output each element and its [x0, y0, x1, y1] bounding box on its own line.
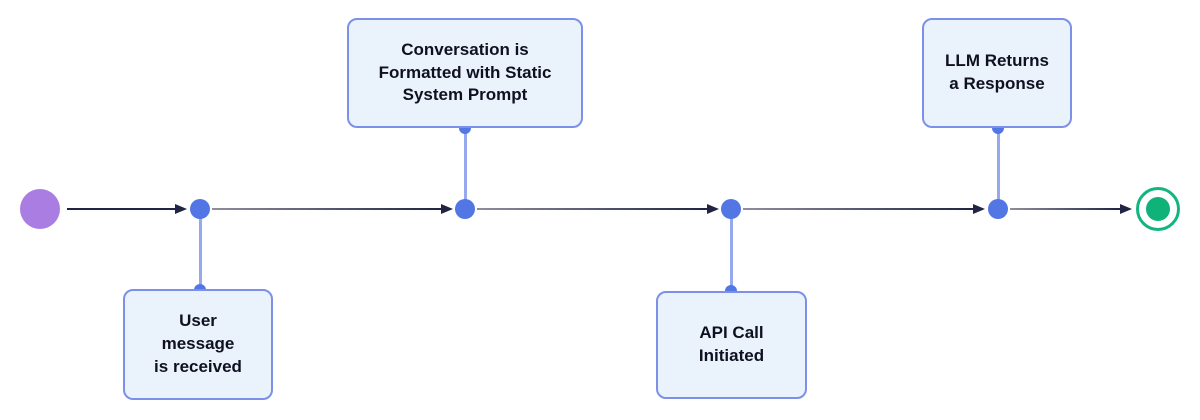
connector-step1 [198, 209, 202, 290]
edge-start-to-step1 [67, 208, 175, 210]
step-box-llm-response: LLM Returns a Response [922, 18, 1072, 128]
end-node-ring [1136, 187, 1180, 231]
step-label: API Call Initiated [698, 323, 765, 365]
edge-step1-to-step2 [212, 208, 441, 210]
arrowhead-icon [973, 204, 985, 214]
connector-step2 [463, 128, 467, 209]
arrowhead-icon [1120, 204, 1132, 214]
arrowhead-icon [441, 204, 453, 214]
step-label: Conversation is Formatted with Static Sy… [378, 39, 552, 105]
milestone-dot-step3 [721, 199, 741, 219]
milestone-dot-step4 [988, 199, 1008, 219]
arrowhead-icon [175, 204, 187, 214]
step-box-api-call: API Call Initiated [656, 291, 807, 399]
connector-step3 [729, 209, 733, 291]
step-box-conversation-formatted: Conversation is Formatted with Static Sy… [347, 18, 583, 128]
start-node-circle [20, 189, 60, 229]
edge-step2-to-step3 [477, 208, 707, 210]
arrowhead-icon [707, 204, 719, 214]
step-box-user-message: User message is received [123, 289, 273, 400]
edge-step4-to-end [1010, 208, 1120, 210]
edge-step3-to-step4 [743, 208, 973, 210]
connector-step4 [996, 128, 1000, 209]
step-label: LLM Returns a Response [945, 51, 1049, 93]
milestone-dot-step1 [190, 199, 210, 219]
step-label: User message is received [154, 311, 242, 376]
end-node-circle [1146, 197, 1170, 221]
milestone-dot-step2 [455, 199, 475, 219]
